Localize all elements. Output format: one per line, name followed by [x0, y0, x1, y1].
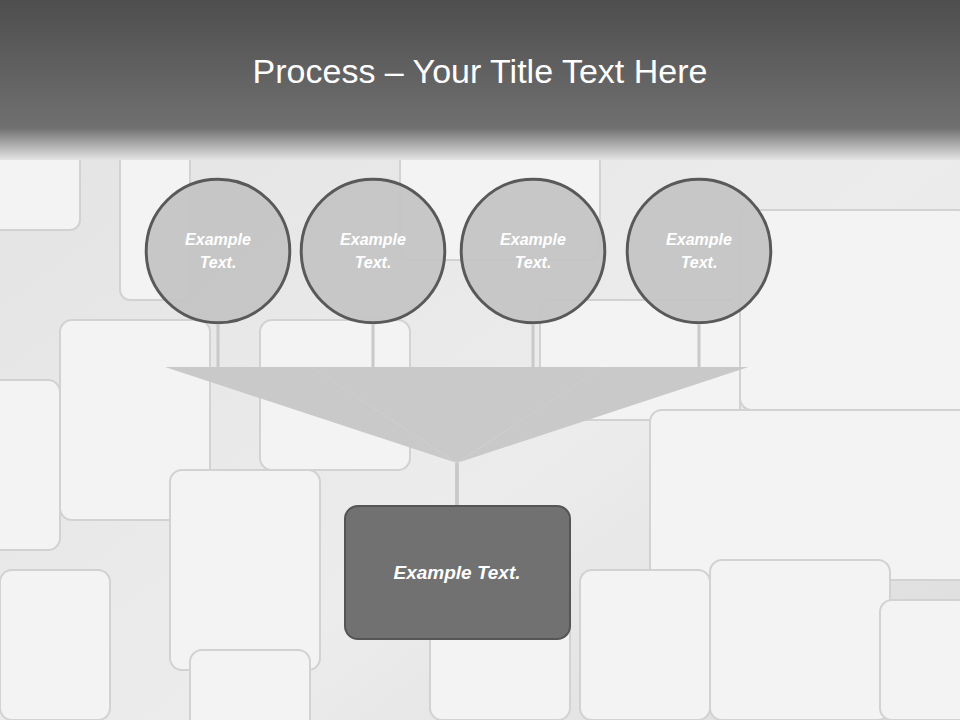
- step-circle: Example Text.: [299, 177, 447, 325]
- arrow-tip: [456, 463, 459, 505]
- circle-shape: [301, 179, 445, 323]
- node-text: Example Text.: [381, 561, 532, 585]
- result-box: Example Text.: [344, 505, 571, 640]
- arrow-tail: [698, 325, 701, 367]
- node-text: Example Text.: [330, 228, 416, 274]
- circle-shape: [627, 179, 771, 323]
- step-circle: Example Text.: [625, 177, 773, 325]
- step-circle: Example Text.: [144, 177, 292, 325]
- arrow-tail: [372, 325, 375, 367]
- node-text: Example Text.: [656, 228, 742, 274]
- circle-outline: [144, 177, 292, 325]
- circle-outline: [625, 177, 773, 325]
- slide-title: Process – Your Title Text Here: [20, 52, 940, 91]
- arrow-tip: [456, 463, 459, 505]
- arrow-tip: [456, 463, 459, 505]
- merge-arrow: [311, 325, 457, 505]
- circle-shape: [461, 179, 605, 323]
- circle-shape: [146, 179, 290, 323]
- circle-outline: [459, 177, 607, 325]
- step-circle: Example Text.: [459, 177, 607, 325]
- node-text: Example Text.: [175, 228, 261, 274]
- arrow-tip: [456, 463, 459, 505]
- arrow-segment: [165, 367, 457, 463]
- circle-outline: [299, 177, 447, 325]
- merge-arrow: [457, 325, 749, 505]
- node-text: Example Text.: [490, 228, 576, 274]
- merge-arrow: [165, 325, 457, 505]
- arrow-segment: [457, 367, 749, 463]
- arrow-segment: [311, 367, 457, 463]
- arrow-tail: [217, 325, 220, 367]
- arrow-tail: [532, 325, 535, 367]
